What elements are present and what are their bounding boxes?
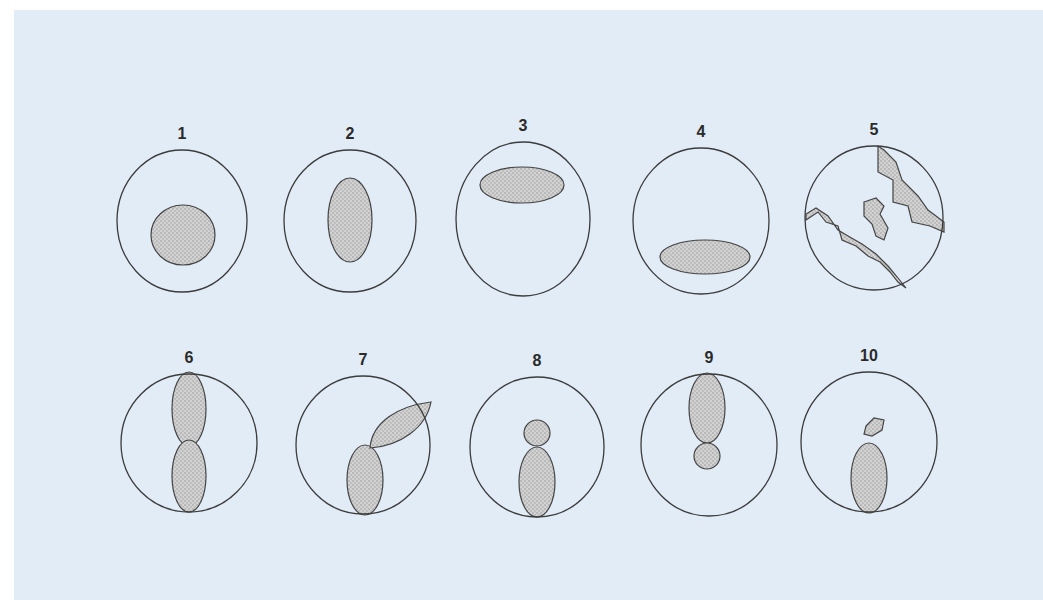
- inclusion-shape: [172, 372, 206, 446]
- circle-outline: [470, 377, 604, 517]
- sample-circle: 9: [640, 373, 778, 517]
- circle-outline: [800, 371, 938, 513]
- figure-number: 8: [469, 352, 605, 370]
- circle-outline: [641, 374, 777, 516]
- sample-circle: 7: [295, 375, 431, 515]
- figure-number: 6: [120, 349, 258, 367]
- circle-outline: [805, 146, 943, 290]
- fragment-shape: [864, 418, 884, 436]
- circle-outline: [116, 149, 248, 293]
- figure-number: 5: [804, 121, 944, 139]
- inclusion-shape: [370, 402, 431, 448]
- figure-number: 2: [283, 125, 417, 143]
- circle-outline: [633, 148, 769, 294]
- circle-outline: [120, 373, 258, 513]
- inclusion-shape: [851, 443, 887, 513]
- sample-circle: 1: [116, 149, 248, 293]
- inclusion-shape: [347, 445, 383, 515]
- figure-number: 4: [632, 123, 770, 141]
- fracture-shape: [878, 146, 944, 232]
- circle-outline: [283, 149, 417, 293]
- circle-outline: [456, 142, 590, 296]
- fracture-shape: [806, 208, 906, 288]
- circle-outline: [284, 150, 416, 292]
- inclusion-shape: [660, 240, 750, 274]
- sample-circle: 3: [455, 141, 591, 297]
- inclusion-shape: [694, 443, 720, 469]
- sample-circle: 8: [469, 376, 605, 518]
- sample-circle: 10: [800, 371, 938, 513]
- fragment-shape: [864, 198, 888, 240]
- inclusion-shape: [172, 440, 206, 512]
- circle-outline: [455, 141, 591, 297]
- inclusion-shape: [524, 420, 550, 446]
- circle-outline: [121, 374, 257, 512]
- circle-outline: [801, 372, 937, 512]
- circle-outline: [295, 375, 431, 515]
- figure-number: 7: [295, 351, 431, 369]
- inclusion-shape: [689, 373, 725, 443]
- inclusion-shape: [480, 167, 564, 203]
- circle-outline: [117, 150, 247, 292]
- sample-circle: 2: [283, 149, 417, 293]
- circle-outline: [469, 376, 605, 518]
- figure-number: 3: [455, 117, 591, 135]
- sample-circle: 6: [120, 373, 258, 513]
- inclusion-shape: [151, 205, 215, 265]
- figure-number: 9: [640, 349, 778, 367]
- circle-outline: [296, 376, 430, 514]
- circle-outline: [640, 373, 778, 517]
- circle-outline: [804, 145, 944, 291]
- inclusion-shape: [519, 447, 555, 517]
- circle-outline: [632, 147, 770, 295]
- figure-number: 10: [800, 347, 938, 365]
- inclusion-shape: [328, 178, 372, 262]
- sample-circle: 5: [804, 145, 944, 291]
- sample-circle: 4: [632, 147, 770, 295]
- figure-number: 1: [116, 125, 248, 143]
